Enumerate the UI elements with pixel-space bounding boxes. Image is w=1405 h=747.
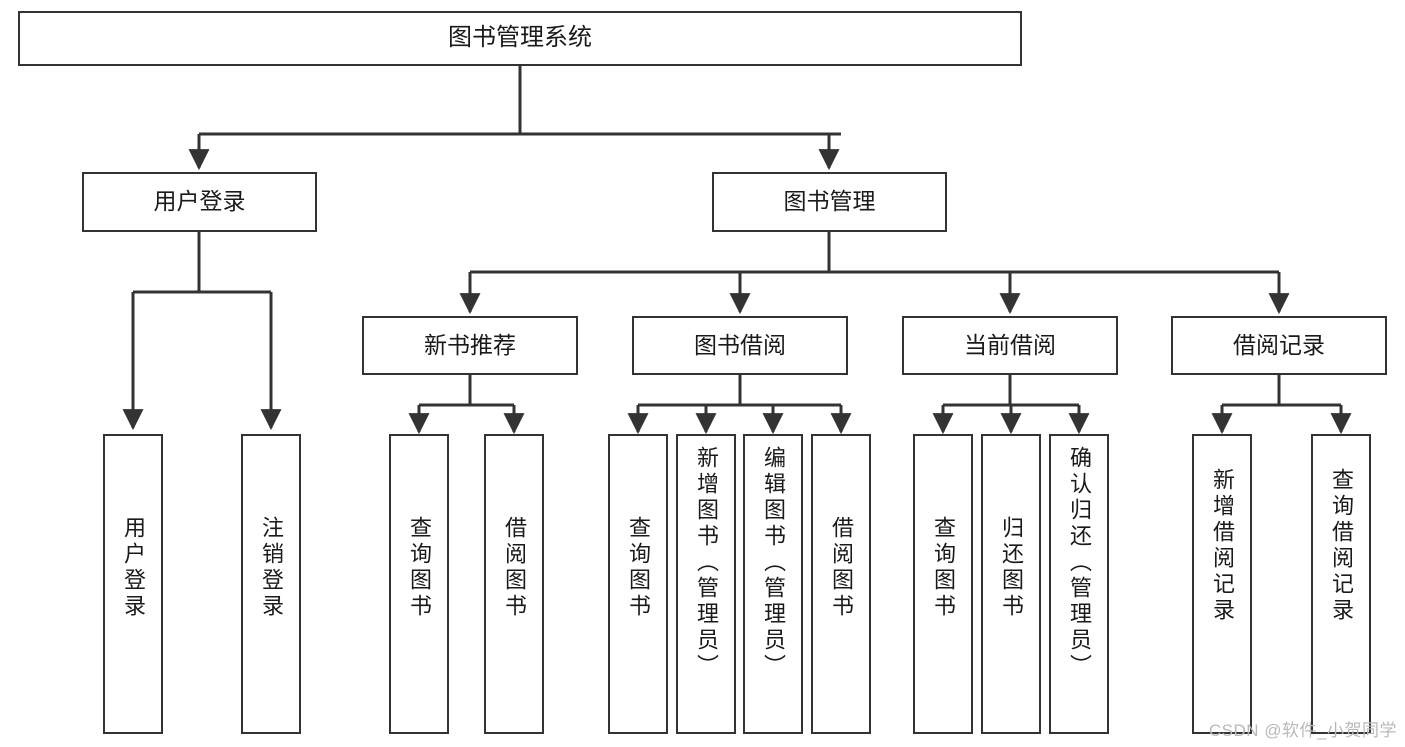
- node-label: 归还图书: [999, 516, 1024, 620]
- node-label: 借阅图书: [502, 516, 527, 620]
- node-label: 图书管理: [783, 188, 876, 215]
- node-label: 编辑图书（管理员）: [761, 446, 786, 680]
- node-label: 图书借阅: [694, 331, 786, 358]
- watermark-text: CSDN @软件_小贺同学: [1208, 721, 1397, 740]
- leaf-borrow-edit-book-admin[interactable]: 编辑图书（管理员）: [743, 434, 803, 734]
- leaf-record-query-record[interactable]: 查询借阅记录: [1311, 434, 1371, 734]
- node-label: 借阅图书: [829, 516, 854, 620]
- node-label: 用户登录: [121, 516, 146, 620]
- node-label: 查询图书: [407, 516, 432, 620]
- leaf-user-login-login[interactable]: 用户登录: [103, 434, 163, 734]
- leaf-current-confirm-return-admin[interactable]: 确认归还（管理员）: [1049, 434, 1109, 734]
- node-borrow-record[interactable]: 借阅记录: [1171, 316, 1387, 375]
- node-label: 用户登录: [153, 188, 246, 215]
- leaf-current-query-book[interactable]: 查询图书: [913, 434, 973, 734]
- node-label: 当前借阅: [964, 331, 1056, 358]
- node-user-login[interactable]: 用户登录: [82, 172, 317, 232]
- leaf-record-add-record[interactable]: 新增借阅记录: [1192, 434, 1252, 734]
- leaf-current-return-book[interactable]: 归还图书: [981, 434, 1041, 734]
- leaf-borrow-add-book-admin[interactable]: 新增图书（管理员）: [676, 434, 736, 734]
- node-label: 新增借阅记录: [1210, 468, 1235, 624]
- node-label: 查询借阅记录: [1329, 468, 1354, 624]
- node-label: 新增图书（管理员）: [694, 446, 719, 680]
- node-label: 查询图书: [626, 516, 651, 620]
- leaf-new-book-query[interactable]: 查询图书: [389, 434, 449, 734]
- node-label: 图书管理系统: [448, 24, 592, 52]
- leaf-new-book-borrow[interactable]: 借阅图书: [484, 434, 544, 734]
- node-label: 新书推荐: [424, 331, 516, 358]
- node-book-borrow[interactable]: 图书借阅: [632, 316, 848, 375]
- node-root-book-management-system[interactable]: 图书管理系统: [18, 11, 1022, 66]
- node-new-book-recommend[interactable]: 新书推荐: [362, 316, 578, 375]
- leaf-user-login-logout[interactable]: 注销登录: [241, 434, 301, 734]
- node-book-management[interactable]: 图书管理: [712, 172, 947, 232]
- leaf-borrow-borrow-book[interactable]: 借阅图书: [811, 434, 871, 734]
- node-label: 注销登录: [259, 516, 284, 620]
- node-current-borrow[interactable]: 当前借阅: [902, 316, 1118, 375]
- node-label: 查询图书: [931, 516, 956, 620]
- node-label: 借阅记录: [1233, 331, 1325, 358]
- leaf-borrow-query-book[interactable]: 查询图书: [608, 434, 668, 734]
- node-label: 确认归还（管理员）: [1067, 446, 1092, 680]
